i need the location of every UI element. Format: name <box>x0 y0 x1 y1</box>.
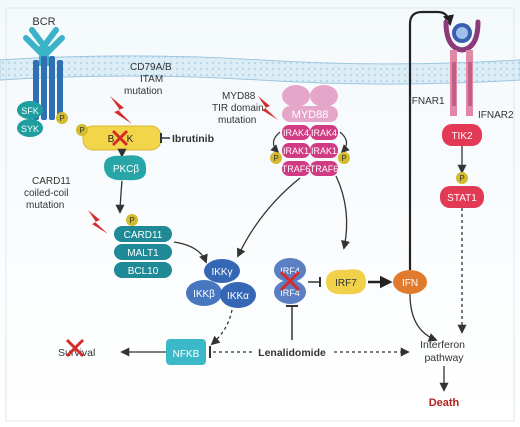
frame <box>5 7 515 422</box>
tik2-node: TIK2 <box>442 124 482 146</box>
svg-text:STAT1: STAT1 <box>447 193 477 204</box>
svg-text:P: P <box>59 114 64 123</box>
phospho-irak1-left: P <box>270 152 282 164</box>
arrow-traf6-irf7 <box>335 175 350 250</box>
svg-text:P: P <box>129 216 134 225</box>
arrow-ifn-secretion <box>408 10 454 270</box>
myd88-node <box>282 106 338 122</box>
irak1-left <box>282 143 310 158</box>
death-label: Death <box>429 397 460 409</box>
svg-text:MYD88: MYD88 <box>292 109 329 121</box>
phospho-btk: P <box>76 124 88 136</box>
svg-text:P: P <box>79 126 84 135</box>
malt1-node: MALT1 <box>114 244 172 260</box>
arrow-ikk-nfkb <box>210 309 233 346</box>
arrow-traf6-ikk <box>237 177 301 258</box>
ikka-node <box>220 282 256 308</box>
irak4-left <box>282 125 310 140</box>
cd79-mutation-label: CD79A/B ITAM mutation <box>124 62 174 97</box>
card11-mutation-label: CARD11 coiled-coil mutation <box>24 176 74 211</box>
arrow-irak4-irak1-left <box>270 131 281 154</box>
myd88-mutation-label: MYD88 TIR domain mutation <box>212 91 266 126</box>
ibrutinib-label: Ibrutinib <box>172 133 214 145</box>
ikk-complex: IKKγ IKKβ IKKα <box>186 259 256 308</box>
phospho-card11: P <box>126 214 138 226</box>
phospho-syk: P <box>56 112 68 124</box>
svg-text:IKKβ: IKKβ <box>193 289 215 300</box>
svg-text:K: K <box>127 134 134 145</box>
arrow-ifn-interferon <box>409 293 438 342</box>
svg-text:IRF4: IRF4 <box>280 288 300 298</box>
svg-text:BCL10: BCL10 <box>128 266 159 277</box>
svg-text:IFN: IFN <box>402 278 418 289</box>
arrow-irak4-irak1-right <box>339 131 350 154</box>
svg-text:IRAK4: IRAK4 <box>311 128 337 138</box>
red-x-icon-survival <box>65 338 85 358</box>
irak1-right <box>310 143 338 158</box>
bcl10-node: BCL10 <box>114 262 172 278</box>
phospho-stat1: P <box>456 172 468 184</box>
ifnar-receptor <box>443 19 481 116</box>
svg-text:IRAK1: IRAK1 <box>283 146 309 156</box>
svg-text:CARD11: CARD11 <box>124 230 163 241</box>
lightning-icon-card11 <box>88 210 108 234</box>
svg-text:IRF7: IRF7 <box>335 278 357 289</box>
svg-text:PKCβ: PKCβ <box>113 164 140 175</box>
syk-node: SYK <box>17 119 43 137</box>
svg-text:MALT1: MALT1 <box>127 248 159 259</box>
svg-text:IRAK4: IRAK4 <box>283 128 309 138</box>
ifn-node: IFN <box>393 270 427 294</box>
ikkb-node <box>186 280 222 306</box>
lightning-icon-cd79 <box>110 96 132 124</box>
svg-text:NFKB: NFKB <box>173 349 200 360</box>
syk-label: SYK <box>21 124 39 134</box>
svg-text:TRAF6: TRAF6 <box>282 164 311 174</box>
bcr-label: BCR <box>32 16 55 28</box>
svg-text:IRF4: IRF4 <box>280 266 300 276</box>
svg-text:IKKα: IKKα <box>227 291 249 302</box>
lenalidomide-label: Lenalidomide <box>258 347 326 359</box>
arrow-pkcb-card11 <box>115 180 125 214</box>
svg-text:TIK2: TIK2 <box>451 131 473 142</box>
traf6-left <box>282 161 310 176</box>
svg-text:B: B <box>108 134 115 145</box>
irf4-node: IRF4 IRF4 <box>274 258 306 304</box>
stat1-node: STAT1 <box>440 186 484 208</box>
svg-text:TRAF6: TRAF6 <box>310 164 339 174</box>
lightning-icon-myd88 <box>258 96 278 120</box>
phospho-irak1-right: P <box>338 152 350 164</box>
svg-text:P: P <box>341 154 346 163</box>
red-x-icon-irf4 <box>279 270 301 292</box>
card11-node: CARD11 <box>114 226 172 242</box>
arrow-card11-ikk <box>173 241 208 264</box>
irak4-right <box>310 125 338 140</box>
svg-text:P: P <box>459 174 464 183</box>
svg-text:IKKγ: IKKγ <box>211 267 232 278</box>
ifnar2-label: IFNAR2 <box>478 110 514 121</box>
red-x-icon-btk <box>111 129 129 147</box>
nfkb-node: NFKB <box>166 339 206 365</box>
ifnar1-label: IFNAR1 <box>409 96 445 107</box>
sfk-node: SFK <box>17 101 43 119</box>
svg-text:P: P <box>273 154 278 163</box>
irf7-node: IRF7 <box>326 269 366 295</box>
cell-membrane-fill <box>0 56 520 84</box>
ikkg-node <box>204 259 240 283</box>
myd88-complex: MYD88 IRAK4 IRAK4 IRAK1 IRAK1 TRAF6 TRAF… <box>282 85 339 176</box>
interferon-pathway-label: Interferon pathway <box>420 339 468 364</box>
pkcb-node: PKCβ <box>104 155 147 181</box>
sfk-label: SFK <box>21 106 39 116</box>
svg-text:IRAK1: IRAK1 <box>311 146 337 156</box>
traf6-right <box>310 161 338 176</box>
cd79b-chain <box>57 60 63 120</box>
btk-node: B K <box>82 125 162 151</box>
